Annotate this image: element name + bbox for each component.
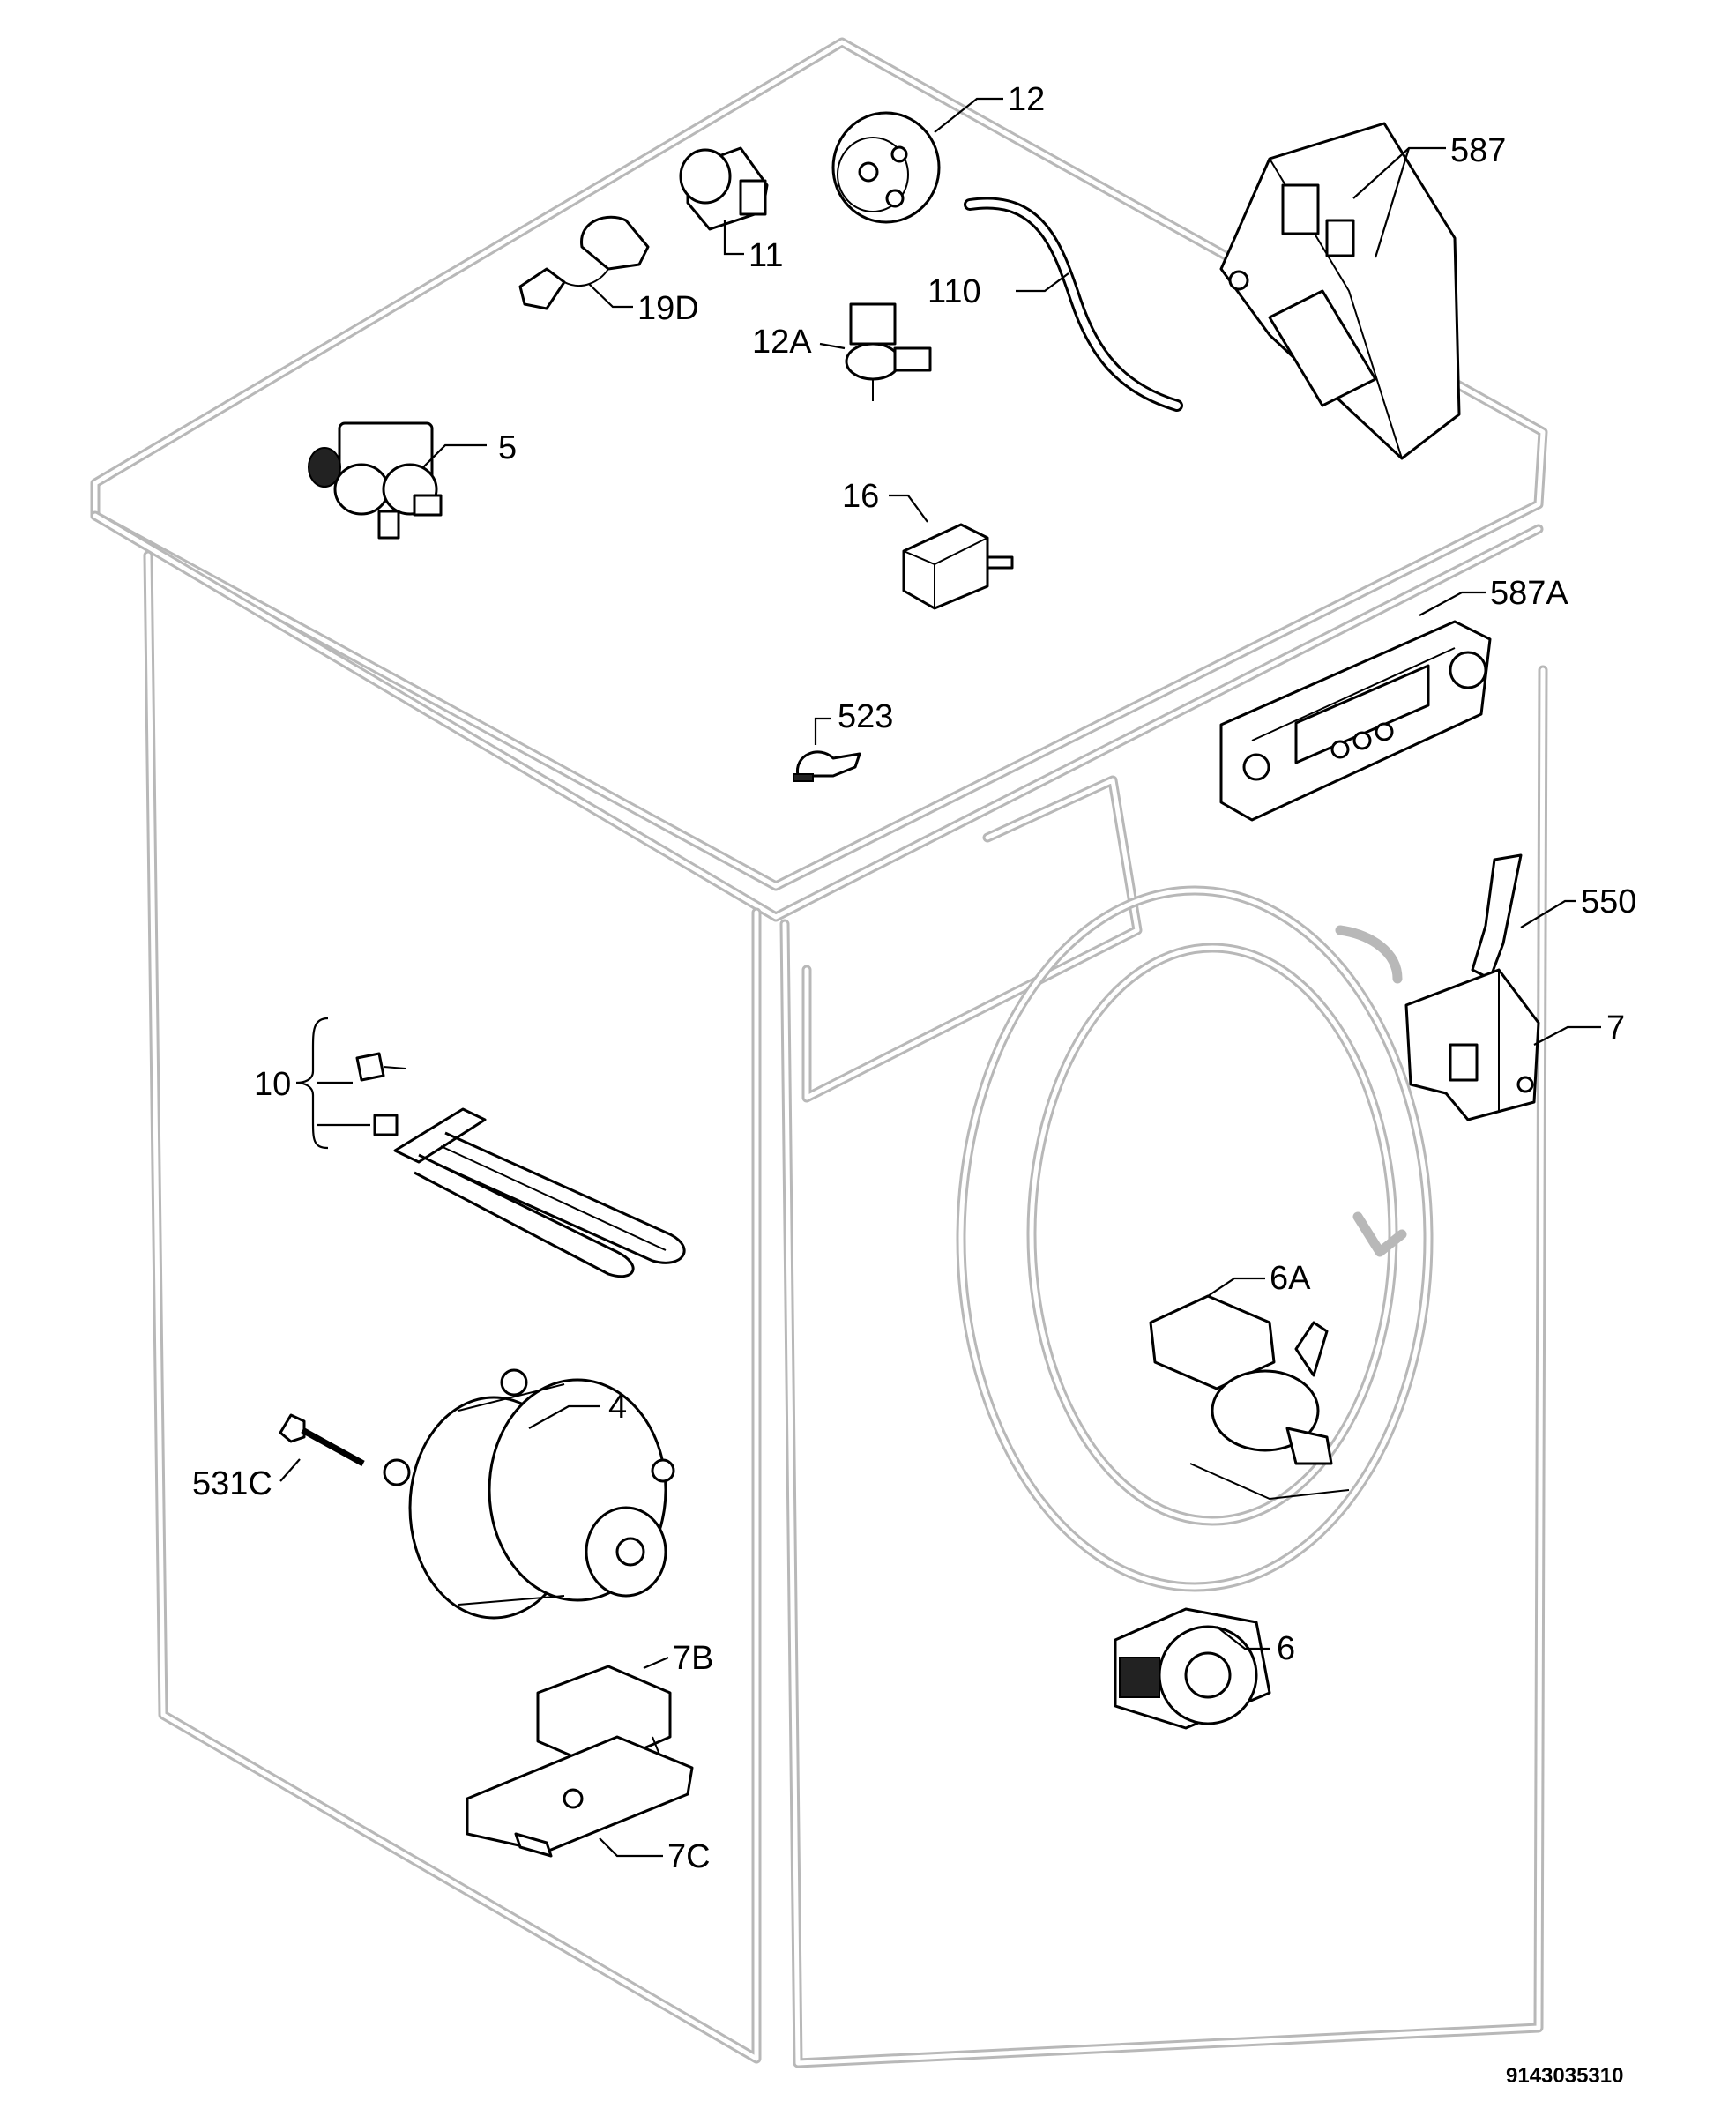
- document-number: 9143035310: [1506, 2064, 1623, 2088]
- part-523-drawing: [793, 750, 861, 782]
- callout-587: 587: [1450, 132, 1506, 169]
- part-7b-7c-drawing: [466, 1665, 694, 1858]
- part-11-drawing: [679, 146, 769, 231]
- part-531c-drawing: [279, 1413, 365, 1467]
- callout-550: 550: [1581, 883, 1636, 920]
- callout-12: 12: [1008, 81, 1045, 118]
- part-587a-drawing: [1219, 620, 1492, 822]
- callout-7: 7: [1606, 1010, 1625, 1047]
- part-110-drawing: [964, 197, 1183, 412]
- part-12a-drawing: [845, 302, 932, 401]
- part-16-drawing: [902, 523, 1014, 610]
- part-5-drawing: [308, 421, 443, 540]
- part-10-drawing: [355, 1052, 686, 1278]
- part-550-7-drawing: [1404, 853, 1540, 1121]
- callout-6: 6: [1277, 1630, 1295, 1667]
- cabinet-outline: [90, 37, 1548, 2068]
- callout-110: 110: [928, 273, 981, 310]
- part-19d-drawing: [518, 215, 650, 310]
- callout-531c: 531C: [192, 1465, 272, 1502]
- callout-12a: 12A: [752, 324, 812, 361]
- part-6a-drawing: [1149, 1294, 1350, 1501]
- callout-5: 5: [498, 429, 517, 466]
- callout-19d: 19D: [637, 290, 699, 327]
- callout-16: 16: [842, 478, 879, 515]
- part-587-drawing: [1219, 122, 1461, 460]
- part-12-drawing: [831, 111, 941, 224]
- callout-587a: 587A: [1490, 575, 1568, 612]
- callout-4: 4: [608, 1389, 627, 1426]
- part-4-drawing: [383, 1368, 675, 1620]
- part-6-drawing: [1114, 1607, 1271, 1730]
- callout-7b: 7B: [673, 1640, 713, 1677]
- callout-11: 11: [749, 237, 783, 274]
- leader-lines: [279, 97, 1601, 1858]
- callout-10: 10: [254, 1066, 291, 1103]
- callout-labels: 12 587 11 110 19D 12A 5 16 587A 523 550 …: [192, 81, 1636, 1875]
- callout-7c: 7C: [667, 1838, 711, 1875]
- callout-523: 523: [838, 698, 893, 735]
- callout-6a: 6A: [1270, 1260, 1311, 1297]
